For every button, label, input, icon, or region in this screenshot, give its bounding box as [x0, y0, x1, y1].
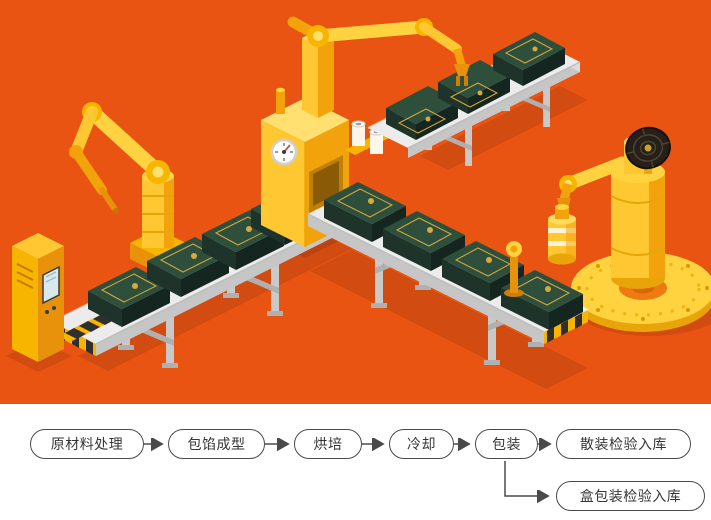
top-conveyor	[367, 32, 581, 166]
product-box	[493, 32, 565, 86]
product-box	[383, 211, 465, 271]
gripper	[454, 64, 470, 86]
steam-cup	[351, 120, 366, 146]
rotary-joint-disc	[625, 126, 671, 170]
flow-node-cooling: 冷却	[389, 429, 454, 459]
overhead-robot-arm	[287, 16, 470, 118]
flow-node-filling-forming: 包馅成型	[168, 429, 265, 459]
hazard-floor-strip	[58, 313, 116, 342]
oven-pipe	[276, 90, 285, 114]
rotary-platform-robot	[548, 126, 711, 332]
product-box	[438, 60, 510, 114]
control-cabinet	[12, 233, 64, 362]
product-box	[324, 182, 406, 242]
packaging-cylinder	[548, 204, 576, 265]
flow-node-raw-material-processing: 原材料处理	[30, 429, 144, 459]
flow-node-boxed-inspection-storage: 盒包装检验入库	[556, 481, 705, 511]
labeling-device	[504, 241, 524, 297]
product-box	[501, 270, 583, 330]
flow-node-baking: 烘培	[294, 429, 362, 459]
outfeed-conveyor	[307, 182, 589, 365]
flow-node-packaging: 包装	[475, 429, 538, 459]
factory-scene	[0, 0, 711, 404]
flow-node-bulk-inspection-storage: 散装检验入库	[556, 429, 691, 459]
pressure-gauge	[270, 138, 298, 166]
robot-arm-left	[69, 102, 170, 214]
flow-branch-arrow	[504, 461, 546, 496]
product-box	[442, 241, 524, 301]
